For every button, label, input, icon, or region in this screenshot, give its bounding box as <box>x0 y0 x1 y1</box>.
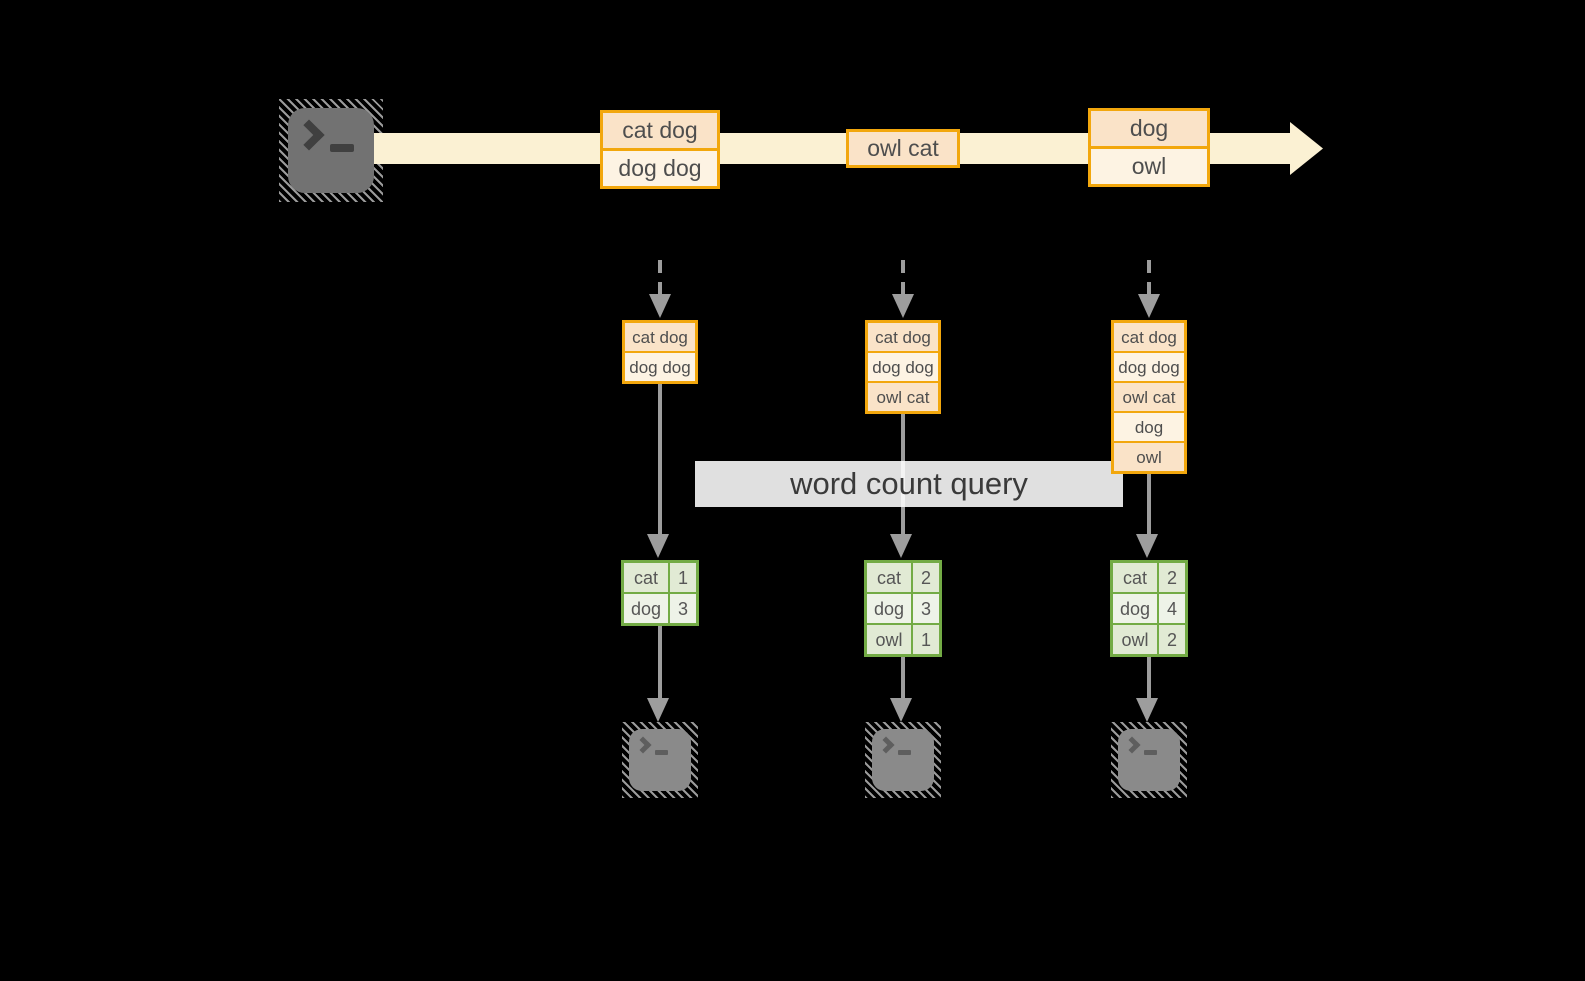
stream-event-box-3: dog owl <box>1088 108 1210 187</box>
stream-event-box-2: owl cat <box>846 129 960 168</box>
cursor-dash-icon <box>330 144 354 152</box>
consumer-terminal-icon-2 <box>865 722 941 798</box>
word-cell: owl <box>1113 625 1157 654</box>
word-count-table-3: cat 2 dog 4 owl 2 <box>1110 560 1188 657</box>
count-cell: 2 <box>913 563 939 592</box>
output-arrowhead-2 <box>890 698 912 722</box>
terminal-screen <box>288 108 374 193</box>
query-banner: word count query <box>695 461 1123 507</box>
word-cell: cat <box>624 563 668 592</box>
query-arrow-line-1 <box>658 384 662 534</box>
chevron-right-icon <box>877 736 895 754</box>
word-count-table-1: cat 1 dog 3 <box>621 560 699 626</box>
count-cell: 2 <box>1159 563 1185 592</box>
query-arrowhead-2 <box>890 534 912 558</box>
word-cell: owl <box>867 625 911 654</box>
query-arrowhead-3 <box>1136 534 1158 558</box>
terminal-screen <box>1118 729 1180 791</box>
word-cell: cat <box>1113 563 1157 592</box>
count-cell: 3 <box>670 594 696 623</box>
source-terminal-icon <box>279 99 383 202</box>
chevron-right-icon <box>293 119 325 151</box>
buffer-cell: dog <box>1114 413 1184 441</box>
event-cell: owl <box>1091 149 1207 184</box>
event-cell: dog <box>1091 111 1207 146</box>
buffer-cell: owl cat <box>868 383 938 411</box>
cursor-dash-icon <box>1144 750 1157 755</box>
consumer-terminal-icon-3 <box>1111 722 1187 798</box>
consumer-terminal-icon-1 <box>622 722 698 798</box>
count-cell: 1 <box>670 563 696 592</box>
buffered-events-stack-3: cat dog dog dog owl cat dog owl <box>1111 320 1187 474</box>
word-cell: dog <box>867 594 911 623</box>
ingest-arrowhead-1 <box>649 294 671 318</box>
output-arrow-line-2 <box>901 657 905 698</box>
query-banner-label: word count query <box>790 466 1028 501</box>
buffer-cell: dog dog <box>625 353 695 381</box>
cursor-dash-icon <box>898 750 911 755</box>
output-arrowhead-3 <box>1136 698 1158 722</box>
buffer-cell: cat dog <box>868 323 938 351</box>
ingest-arrow-line-3 <box>1147 260 1151 294</box>
chevron-right-icon <box>634 736 652 754</box>
word-cell: dog <box>624 594 668 623</box>
terminal-prompt-icon <box>293 118 354 152</box>
terminal-prompt-icon <box>1123 736 1157 755</box>
buffer-cell: cat dog <box>625 323 695 351</box>
buffer-cell: owl <box>1114 443 1184 471</box>
buffer-cell: owl cat <box>1114 383 1184 411</box>
event-cell: owl cat <box>849 132 957 165</box>
count-cell: 4 <box>1159 594 1185 623</box>
ingest-arrow-line-2 <box>901 260 905 294</box>
count-cell: 2 <box>1159 625 1185 654</box>
terminal-screen <box>872 729 934 791</box>
buffer-cell: cat dog <box>1114 323 1184 351</box>
buffer-cell: dog dog <box>868 353 938 381</box>
stream-event-box-1: cat dog dog dog <box>600 110 720 189</box>
buffer-cell: dog dog <box>1114 353 1184 381</box>
event-stream-arrowhead <box>1290 122 1323 175</box>
terminal-prompt-icon <box>877 736 911 755</box>
output-arrow-line-3 <box>1147 657 1151 698</box>
buffered-events-stack-1: cat dog dog dog <box>622 320 698 384</box>
ingest-arrow-line-1 <box>658 260 662 294</box>
cursor-dash-icon <box>655 750 668 755</box>
chevron-right-icon <box>1123 736 1141 754</box>
word-count-table-2: cat 2 dog 3 owl 1 <box>864 560 942 657</box>
word-cell: cat <box>867 563 911 592</box>
query-arrowhead-1 <box>647 534 669 558</box>
ingest-arrowhead-2 <box>892 294 914 318</box>
terminal-screen <box>629 729 691 791</box>
count-cell: 1 <box>913 625 939 654</box>
output-arrowhead-1 <box>647 698 669 722</box>
event-cell: dog dog <box>603 151 717 186</box>
word-cell: dog <box>1113 594 1157 623</box>
event-cell: cat dog <box>603 113 717 148</box>
output-arrow-line-1 <box>658 626 662 698</box>
buffered-events-stack-2: cat dog dog dog owl cat <box>865 320 941 414</box>
terminal-prompt-icon <box>634 736 668 755</box>
query-arrow-line-3 <box>1147 474 1151 534</box>
ingest-arrowhead-3 <box>1138 294 1160 318</box>
count-cell: 3 <box>913 594 939 623</box>
